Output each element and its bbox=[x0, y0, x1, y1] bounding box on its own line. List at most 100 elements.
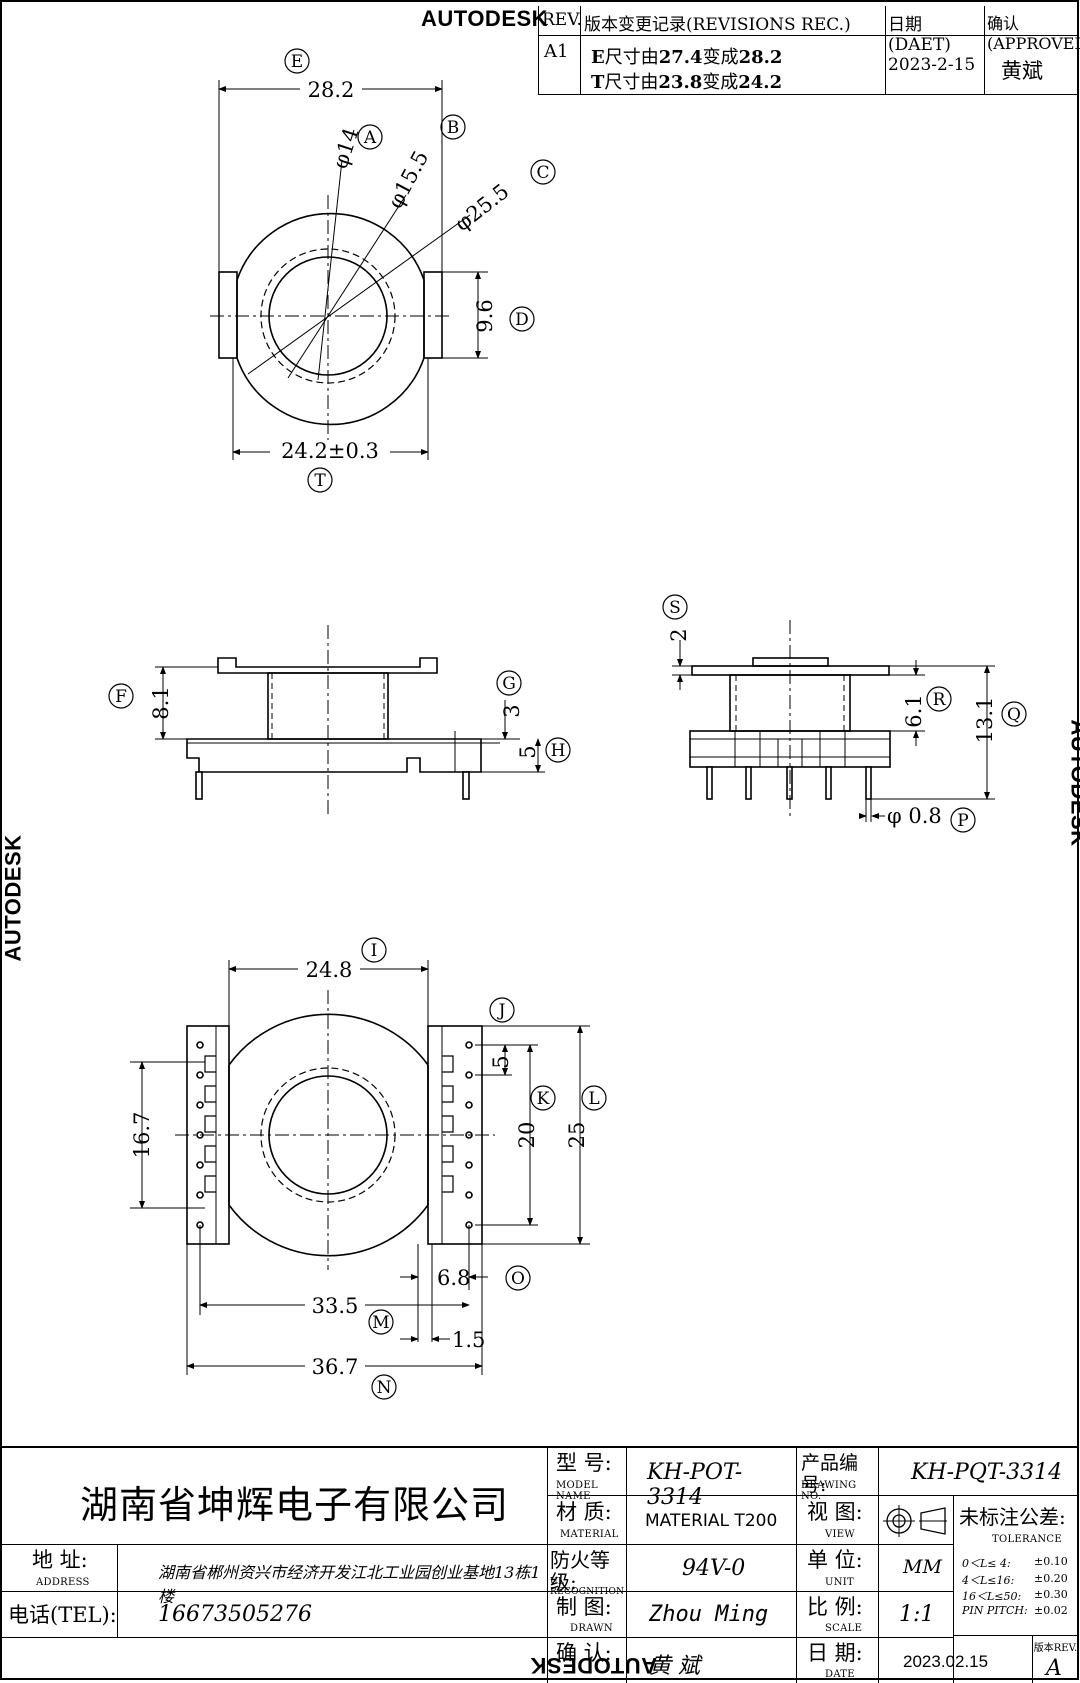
drawn-value-cell: Zhou Ming bbox=[627, 1592, 797, 1638]
watermark-top: AUTODESK bbox=[421, 6, 549, 31]
svg-text:B: B bbox=[447, 118, 460, 138]
dim-left-value: 16.7 bbox=[130, 1112, 154, 1159]
dim-b-value: φ15.5 bbox=[383, 147, 433, 213]
dim-m-value: 33.5 bbox=[312, 1294, 359, 1318]
dim-k2-value: 20 bbox=[515, 1122, 539, 1149]
date-value: 2023.02.15 bbox=[903, 1652, 989, 1671]
svg-text:Q: Q bbox=[1007, 705, 1021, 725]
marker-k: K bbox=[530, 1085, 556, 1111]
company-cell: 湖南省坤辉电子有限公司 bbox=[0, 1448, 548, 1545]
ul-value-cell: 94V-0 bbox=[627, 1545, 797, 1592]
marker-r: R bbox=[926, 686, 952, 712]
model-value-cell: KH-POT-3314 bbox=[627, 1448, 797, 1510]
rev-line-2: T尺寸由23.8变成24.2 bbox=[591, 72, 783, 93]
marker-t: T bbox=[307, 467, 333, 493]
svg-text:O: O bbox=[511, 1269, 525, 1289]
dim-q-value: 13.1 bbox=[973, 697, 997, 744]
svg-text:T: T bbox=[314, 471, 326, 491]
svg-text:N: N bbox=[377, 1378, 392, 1398]
marker-p: P bbox=[950, 807, 976, 833]
svg-text:A: A bbox=[363, 128, 377, 148]
dim-i-value: 24.8 bbox=[306, 958, 353, 982]
marker-a: A bbox=[357, 124, 383, 150]
rev-row-approved: 黄斌 bbox=[984, 36, 1079, 95]
drawing-value-cell: KH-PQT-3314 bbox=[879, 1448, 1079, 1496]
rev-row-rev: A1 bbox=[538, 36, 580, 95]
dim-a-value: φ14 bbox=[328, 125, 364, 172]
svg-text:P: P bbox=[957, 811, 968, 831]
check-value-cell: 黄 斌 bbox=[627, 1638, 797, 1683]
check-value: 黄 斌 bbox=[649, 1654, 700, 1679]
tel-label-cell: 电话(TEL): bbox=[0, 1592, 118, 1638]
tel-value-cell: 16673505276 bbox=[118, 1592, 548, 1638]
unit-value-cell: MM bbox=[879, 1545, 954, 1592]
tolerance-cell: 未标注公差: TOLERANCE 0＜L≤ 4: ±0.10 4＜L≤16: ±… bbox=[954, 1496, 1079, 1683]
drawn-value: Zhou Ming bbox=[649, 1602, 769, 1627]
dim-c-value: φ25.5 bbox=[450, 179, 513, 236]
rev-header-rev: REV. bbox=[538, 6, 582, 36]
bottom-view bbox=[130, 960, 590, 1375]
marker-l: L bbox=[581, 1085, 607, 1111]
dim-o-value: 6.8 bbox=[437, 1266, 470, 1290]
rev-row-date: 2023-2-15 bbox=[885, 36, 984, 95]
dim-g-value: 3 bbox=[500, 704, 524, 717]
unit-value: MM bbox=[903, 1556, 942, 1578]
svg-text:F: F bbox=[115, 687, 127, 707]
marker-g: G bbox=[496, 670, 522, 696]
date-label-cell: 日 期: DATE bbox=[797, 1638, 879, 1683]
rev-header-approved: 确认(APPROVED) bbox=[984, 6, 1080, 53]
svg-text:S: S bbox=[669, 598, 681, 618]
tel-value: 16673505276 bbox=[158, 1602, 312, 1627]
scale-value-cell: 1:1 bbox=[879, 1592, 954, 1638]
company-name: 湖南省坤辉电子有限公司 bbox=[80, 1483, 510, 1527]
marker-q: Q bbox=[1001, 701, 1027, 727]
address-value: 湖南省郴州资兴市经济开发江北工业园创业基地13栋1楼 bbox=[158, 1563, 541, 1606]
title-block: 湖南省坤辉电子有限公司 型 号: MODEL NAME KH-POT-3314 … bbox=[0, 1446, 1079, 1683]
rev-line-1: E尺寸由27.4变成28.2 bbox=[591, 47, 783, 68]
svg-text:M: M bbox=[372, 1313, 389, 1333]
dim-d-value: 9.6 bbox=[473, 299, 497, 332]
drawn-label-cell: 制 图: DRAWN bbox=[548, 1592, 627, 1638]
marker-b: B bbox=[440, 114, 466, 140]
dim-p-value: φ 0.8 bbox=[887, 804, 942, 828]
top-view bbox=[210, 80, 488, 460]
marker-s: S bbox=[662, 594, 688, 620]
dim-t-value: 24.2±0.3 bbox=[281, 439, 379, 463]
dim-e-value: 28.2 bbox=[308, 78, 355, 102]
scale-value: 1:1 bbox=[899, 1602, 935, 1627]
marker-h: H bbox=[545, 737, 571, 763]
svg-text:G: G bbox=[502, 674, 516, 694]
scale-label-cell: 比 例: SCALE bbox=[797, 1592, 879, 1638]
callout-markers: E A B C D T F G H S R Q P I J K L O M N bbox=[108, 48, 1027, 1400]
svg-text:H: H bbox=[551, 741, 566, 761]
svg-text:K: K bbox=[537, 1089, 550, 1109]
date-value-cell: 2023.02.15 bbox=[879, 1638, 988, 1683]
dim-k-value: 5 bbox=[489, 1055, 513, 1068]
marker-f: F bbox=[108, 683, 134, 709]
dim-n-value: 36.7 bbox=[312, 1355, 359, 1379]
marker-j: J bbox=[489, 997, 515, 1023]
marker-o: O bbox=[505, 1265, 531, 1291]
front-view bbox=[155, 625, 545, 815]
rev-header-record: 版本变更记录(REVISIONS REC.) bbox=[580, 6, 885, 36]
unit-label-cell: 单 位: UNIT bbox=[797, 1545, 879, 1592]
dim-h-value: 5 bbox=[516, 745, 540, 758]
rev-label: 版本REV. bbox=[1033, 1643, 1078, 1654]
marker-c: C bbox=[530, 159, 556, 185]
marker-i: I bbox=[361, 937, 387, 963]
side-view bbox=[672, 620, 995, 822]
address-label-cell: 地 址: ADDRESS bbox=[0, 1545, 118, 1592]
view-symbol-cell bbox=[879, 1496, 954, 1545]
model-label-cell: 型 号: MODEL NAME bbox=[548, 1448, 627, 1502]
svg-text:R: R bbox=[933, 690, 947, 710]
svg-text:I: I bbox=[371, 941, 378, 961]
material-label-cell: 材 质: MATERIAL bbox=[548, 1496, 627, 1545]
material-value-cell: MATERIAL T200 bbox=[627, 1496, 797, 1545]
blank-cell bbox=[0, 1638, 548, 1683]
ul-label-cell: 防火等级: UL RECOGNITION bbox=[548, 1545, 627, 1597]
svg-text:C: C bbox=[536, 163, 549, 183]
marker-n: N bbox=[371, 1374, 397, 1400]
address-value-cell: 湖南省郴州资兴市经济开发江北工业园创业基地13栋1楼 bbox=[118, 1545, 548, 1606]
